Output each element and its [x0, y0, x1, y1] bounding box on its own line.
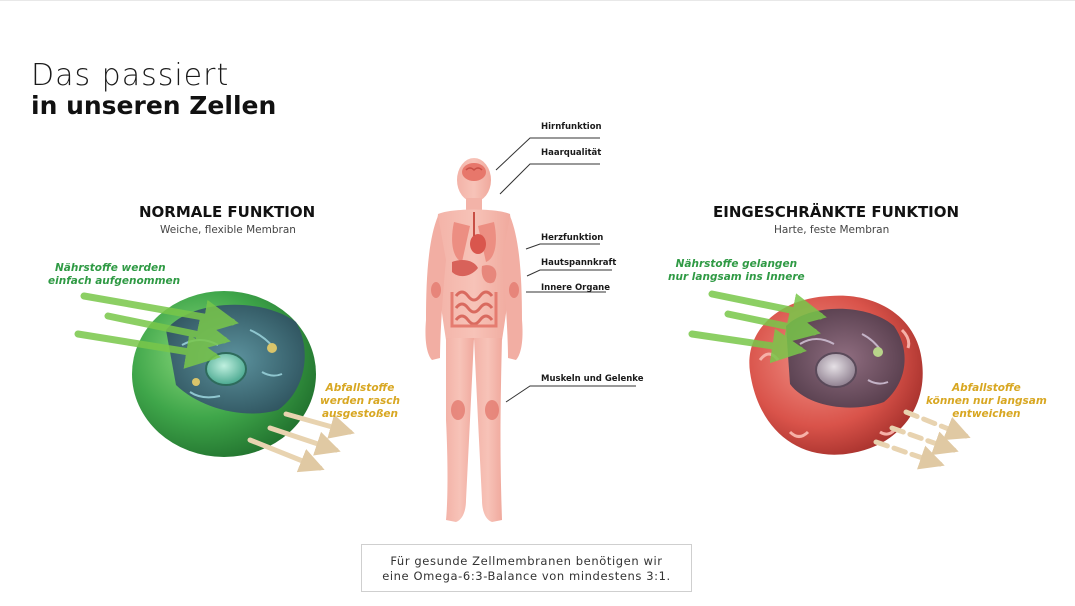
damaged-intake-arrows [688, 290, 827, 364]
normal-function-subheading: Weiche, flexible Membran [160, 224, 296, 236]
label-muscles-joints: Muskeln und Gelenke [541, 374, 644, 384]
damaged-intake-caption: Nährstoffe gelangen nur langsam ins Inne… [668, 258, 805, 283]
top-divider [0, 0, 1075, 1]
human-body [425, 158, 523, 522]
healthy-intake-caption: Nährstoffe werden einfach aufgenommen [48, 262, 181, 287]
label-brain-function: Hirnfunktion [541, 122, 602, 132]
page-title-line2: in unseren Zellen [31, 91, 277, 120]
healthy-waste-arrows [247, 411, 355, 473]
label-internal-organs: Innere Organe [541, 283, 611, 293]
healthy-waste-caption: Abfallstoffe werden rasch ausgestoßen [320, 382, 400, 420]
damaged-waste-caption: Abfallstoffe können nur langsam entweich… [926, 382, 1047, 420]
damaged-waste-arrows [873, 409, 971, 470]
limited-function-subheading: Harte, feste Membran [774, 224, 890, 236]
omega-balance-note: Für gesunde Zellmembranen benötigen wir … [361, 544, 692, 592]
page-title-line1: Das passiert [31, 58, 230, 93]
label-heart-function: Herzfunktion [541, 233, 604, 243]
limited-function-heading: EINGESCHRÄNKTE FUNKTION [713, 203, 960, 221]
label-hair-quality: Haarqualität [541, 148, 602, 158]
label-leader-lines [495, 137, 636, 403]
healthy-intake-arrows [74, 292, 239, 369]
label-skin-elasticity: Hautspannkraft [541, 258, 617, 268]
normal-function-heading: NORMALE FUNKTION [139, 203, 316, 221]
